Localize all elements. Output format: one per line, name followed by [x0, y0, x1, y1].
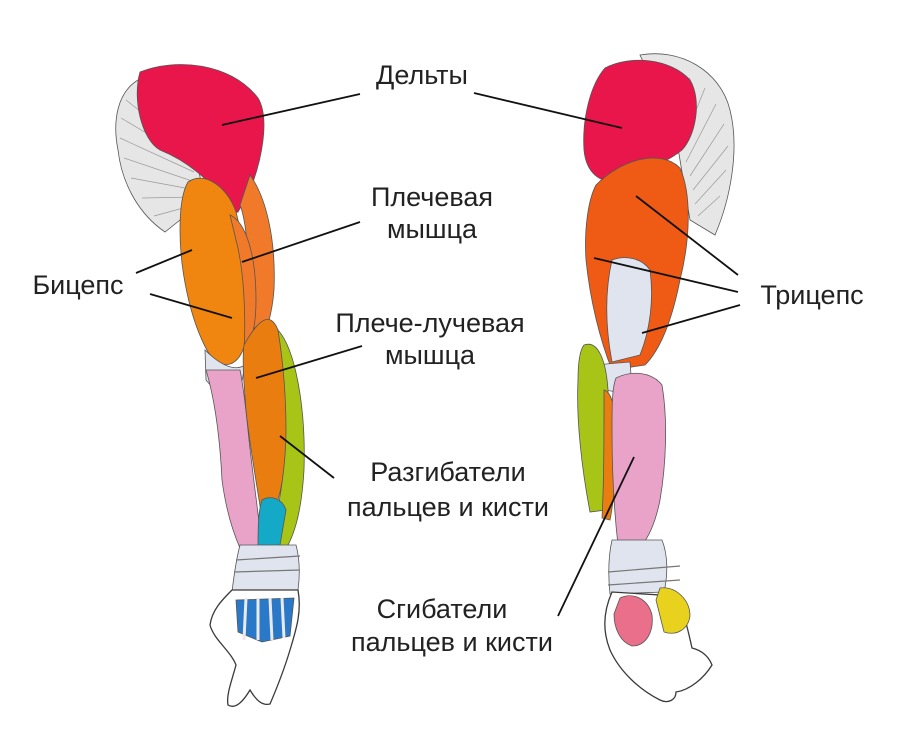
leader-extensors: [279, 435, 335, 479]
right-forearm-flexors: [611, 372, 666, 546]
label-brachioradialis-line1: Плече-лучевая: [335, 308, 524, 338]
label-extensors-line1: Разгибатели: [370, 457, 525, 487]
label-brachialis-line1: Плечевая: [371, 182, 493, 212]
leader-brachioradialis: [255, 345, 363, 379]
right-hand-yellow-muscle: [655, 587, 691, 634]
leader-biceps-upper: [135, 249, 193, 274]
leader-lines: [135, 92, 741, 617]
left-pectoral-fan: [115, 79, 206, 233]
label-brachialis-line2: мышца: [387, 214, 478, 244]
left-wrist-bands: [233, 555, 301, 573]
left-hand-tendons: [242, 597, 286, 641]
leader-deltoid-left: [221, 93, 361, 126]
label-brachioradialis-line2: мышца: [385, 340, 476, 370]
label-biceps: Бицепс: [32, 270, 123, 300]
left-arm-front-view: [115, 64, 305, 707]
label-flexors-line1: Сгибатели: [377, 594, 508, 624]
right-wrist-tendons: [608, 539, 668, 595]
label-triceps: Трицепс: [760, 280, 863, 310]
leader-triceps-lower: [641, 304, 741, 334]
leader-triceps-upper: [635, 195, 739, 276]
label-extensors-line2: пальцев и кисти: [347, 492, 549, 522]
right-forearm-green: [577, 343, 610, 513]
leader-brachialis: [241, 221, 361, 263]
leader-flexors: [557, 456, 635, 617]
right-hand-pink-muscle: [613, 595, 653, 647]
label-deltoid: Дельты: [376, 60, 468, 90]
left-wrist-tendons: [231, 544, 300, 593]
right-arm-back-view: [577, 53, 735, 703]
leader-biceps-lower: [149, 293, 233, 319]
leader-triceps-middle: [593, 257, 739, 293]
label-flexors-line2: пальцев и кисти: [351, 627, 553, 657]
labels: Дельты Плечевая мышца Бицепс Плече-лучев…: [32, 60, 863, 657]
left-hand-blue-muscles: [235, 597, 295, 643]
leader-deltoid-right: [473, 92, 623, 129]
right-wrist-bands: [607, 565, 681, 586]
